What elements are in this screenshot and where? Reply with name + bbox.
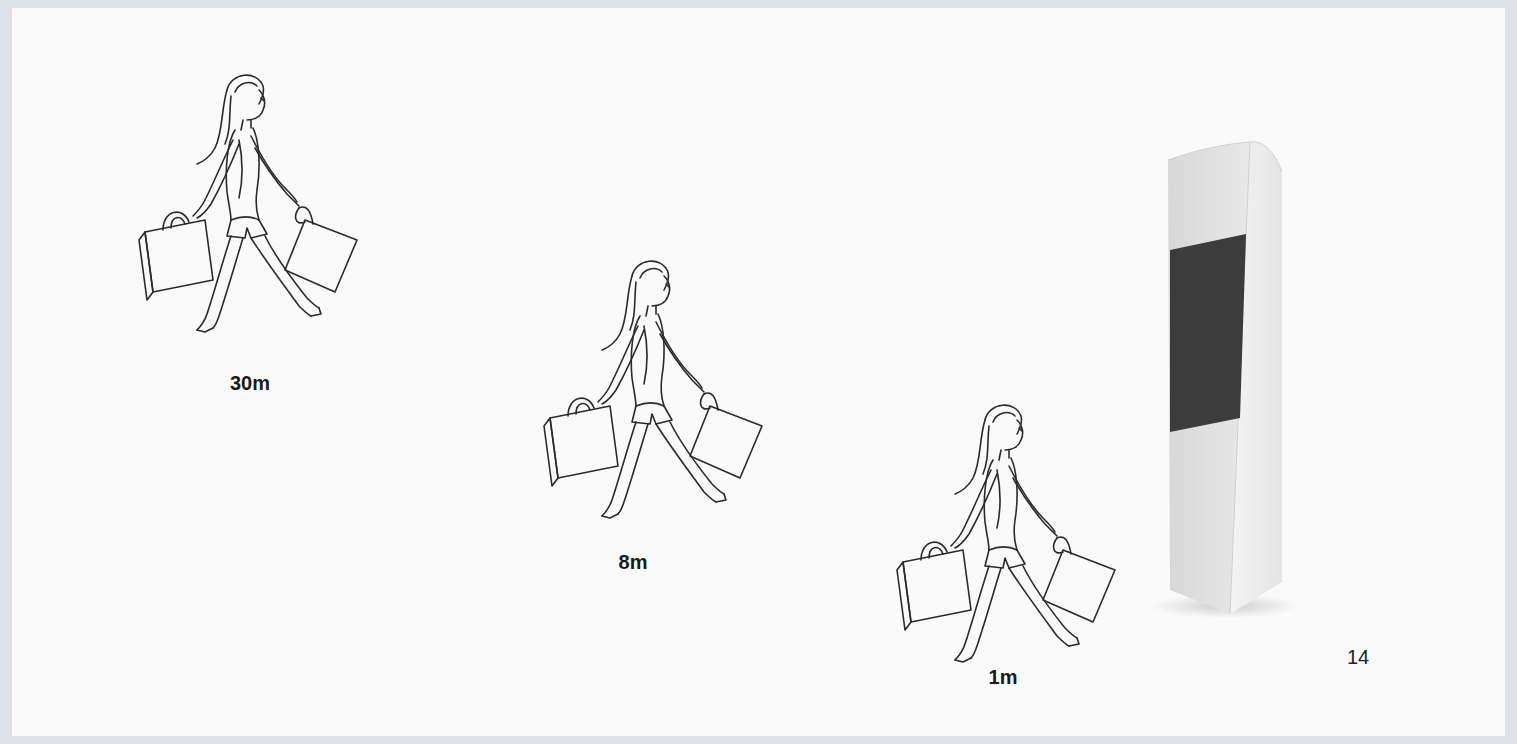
shopper-figure xyxy=(139,75,357,332)
kiosk-screen xyxy=(1170,234,1246,432)
page-number: 14 xyxy=(1347,646,1369,668)
shopper-figure xyxy=(544,261,762,518)
distance-label: 8m xyxy=(619,551,648,573)
kiosk-totem xyxy=(1150,142,1300,618)
shopper-figure xyxy=(897,405,1115,662)
distance-label: 1m xyxy=(989,666,1018,688)
distance-label: 30m xyxy=(230,372,270,394)
slide-ground xyxy=(12,8,1505,736)
